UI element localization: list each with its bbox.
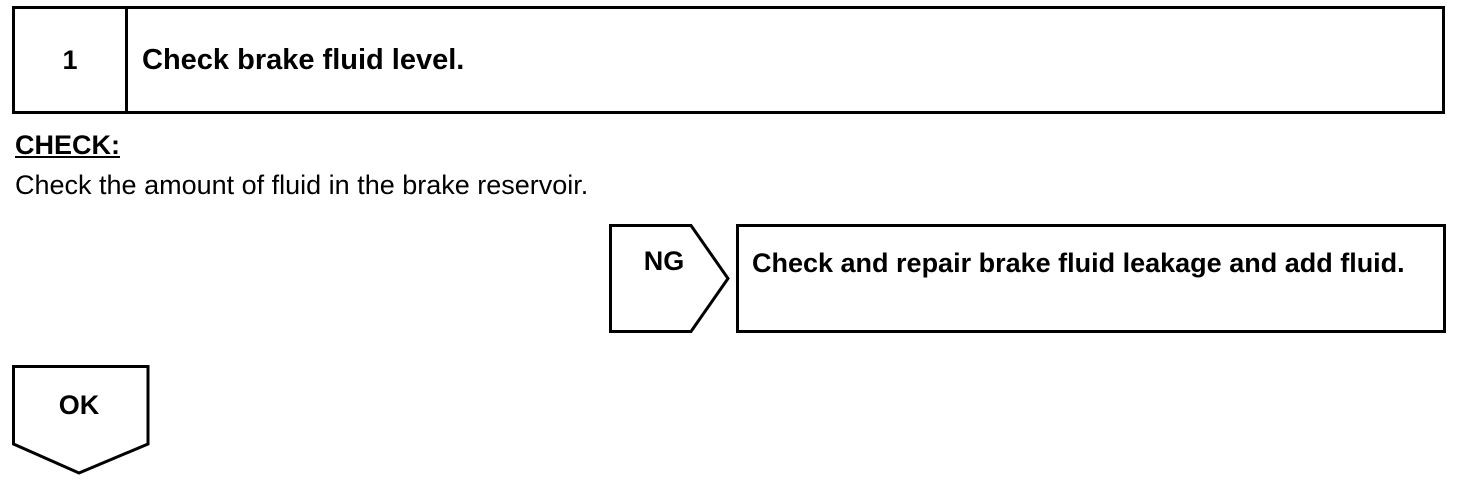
step-header: 1 Check brake fluid level. — [12, 6, 1445, 114]
ok-label: OK — [58, 390, 100, 420]
ok-arrow-tag — [12, 365, 150, 475]
ng-action-text: Check and repair brake fluid leakage and… — [752, 248, 1405, 278]
ng-label: NG — [643, 246, 685, 276]
ng-arrow-tag — [609, 224, 730, 333]
check-instruction: Check the amount of fluid in the brake r… — [15, 170, 589, 200]
check-heading: CHECK: — [15, 130, 120, 160]
step-number: 1 — [15, 9, 128, 111]
ng-action-box: Check and repair brake fluid leakage and… — [736, 224, 1446, 333]
step-title: Check brake fluid level. — [142, 43, 465, 76]
